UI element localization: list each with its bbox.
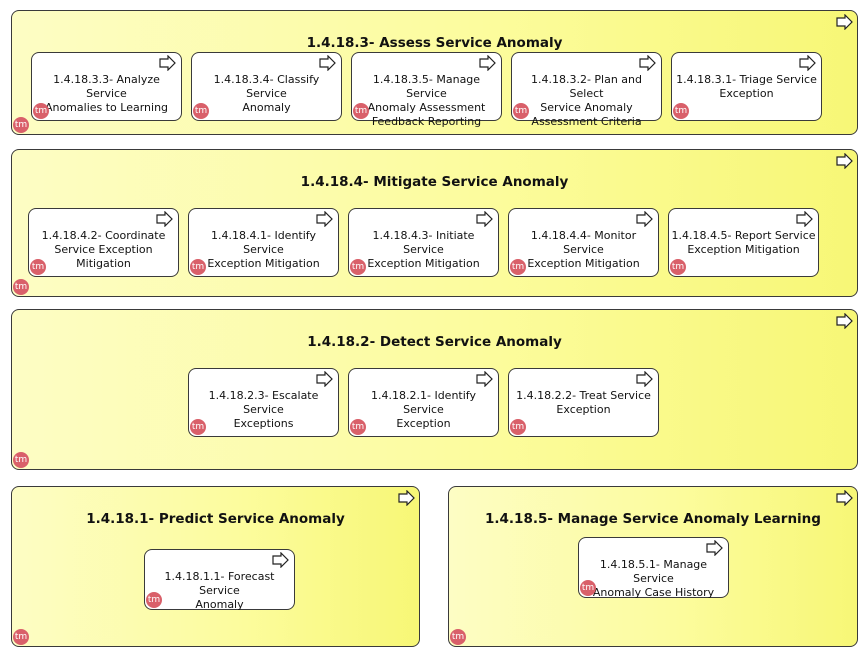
box-label: 1.4.18.3.1- Triage Service Exception: [676, 73, 817, 100]
tm-badge-icon: tm: [13, 629, 29, 645]
box-label: 1.4.18.4.5- Report Service Exception Mit…: [671, 229, 816, 256]
process-box-treat-service-exception[interactable]: 1.4.18.2.2- Treat Service Exception tm: [508, 368, 659, 437]
process-box-initiate-exception-mitigation[interactable]: 1.4.18.4.3- Initiate Service Exception M…: [348, 208, 499, 277]
process-arrow-icon: [316, 211, 333, 227]
tm-badge-icon: tm: [33, 103, 49, 119]
process-box-monitor-exception-mitigation[interactable]: 1.4.18.4.4- Monitor Service Exception Mi…: [508, 208, 659, 277]
group-assess-service-anomaly[interactable]: 1.4.18.3- Assess Service Anomaly tm 1.4.…: [11, 10, 858, 135]
process-box-plan-assessment-criteria[interactable]: 1.4.18.3.2- Plan and Select Service Anom…: [511, 52, 662, 128]
process-arrow-icon: [836, 153, 853, 169]
box-label: 1.4.18.3.3- Analyze Service Anomalies to…: [44, 73, 169, 114]
process-arrow-icon: [636, 371, 653, 387]
tm-badge-icon: tm: [190, 419, 206, 435]
box-label: 1.4.18.2.1- Identify Service Exception: [371, 389, 476, 430]
tm-badge-icon: tm: [510, 419, 526, 435]
group-detect-service-anomaly[interactable]: 1.4.18.2- Detect Service Anomaly tm 1.4.…: [11, 309, 858, 470]
group-title: 1.4.18.4- Mitigate Service Anomaly: [300, 174, 569, 190]
process-box-analyze-service-anomalies[interactable]: 1.4.18.3.3- Analyze Service Anomalies to…: [31, 52, 182, 121]
group-title: 1.4.18.1- Predict Service Anomaly: [86, 511, 345, 527]
box-label: 1.4.18.5.1- Manage Service Anomaly Case …: [592, 558, 715, 599]
process-box-escalate-service-exceptions[interactable]: 1.4.18.2.3- Escalate Service Exceptions …: [188, 368, 339, 437]
process-box-identify-service-exception[interactable]: 1.4.18.2.1- Identify Service Exception t…: [348, 368, 499, 437]
process-box-triage-service-exception[interactable]: 1.4.18.3.1- Triage Service Exception tm: [671, 52, 822, 121]
tm-badge-icon: tm: [13, 117, 29, 133]
tm-badge-icon: tm: [510, 259, 526, 275]
process-arrow-icon: [272, 552, 289, 568]
process-arrow-icon: [476, 211, 493, 227]
box-label: 1.4.18.2.2- Treat Service Exception: [516, 389, 651, 416]
box-label: 1.4.18.4.3- Initiate Service Exception M…: [367, 229, 480, 270]
group-predict-service-anomaly[interactable]: 1.4.18.1- Predict Service Anomaly tm 1.4…: [11, 486, 420, 647]
process-arrow-icon: [398, 490, 415, 506]
group-manage-service-anomaly-learning[interactable]: 1.4.18.5- Manage Service Anomaly Learnin…: [448, 486, 858, 647]
process-box-manage-assessment-feedback[interactable]: 1.4.18.3.5- Manage Service Anomaly Asses…: [351, 52, 502, 128]
process-arrow-icon: [476, 371, 493, 387]
box-label: 1.4.18.4.2- Coordinate Service Exception…: [41, 229, 166, 270]
process-arrow-icon: [836, 313, 853, 329]
tm-badge-icon: tm: [350, 259, 366, 275]
box-label: 1.4.18.3.5- Manage Service Anomaly Asses…: [367, 73, 486, 128]
process-arrow-icon: [836, 14, 853, 30]
process-arrow-icon: [479, 55, 496, 71]
process-box-report-exception-mitigation[interactable]: 1.4.18.4.5- Report Service Exception Mit…: [668, 208, 819, 277]
tm-badge-icon: tm: [350, 419, 366, 435]
box-label: 1.4.18.4.4- Monitor Service Exception Mi…: [527, 229, 640, 270]
process-box-classify-service-anomaly[interactable]: 1.4.18.3.4- Classify Service Anomaly tm: [191, 52, 342, 121]
tm-badge-icon: tm: [190, 259, 206, 275]
process-arrow-icon: [799, 55, 816, 71]
tm-badge-icon: tm: [673, 103, 689, 119]
process-box-manage-anomaly-case-history[interactable]: 1.4.18.5.1- Manage Service Anomaly Case …: [578, 537, 729, 599]
process-arrow-icon: [319, 55, 336, 71]
tm-badge-icon: tm: [193, 103, 209, 119]
box-label: 1.4.18.2.3- Escalate Service Exceptions: [208, 389, 319, 430]
process-box-identify-exception-mitigation[interactable]: 1.4.18.4.1- Identify Service Exception M…: [188, 208, 339, 277]
box-label: 1.4.18.3.4- Classify Service Anomaly: [213, 73, 320, 114]
process-arrow-icon: [156, 211, 173, 227]
tm-badge-icon: tm: [13, 452, 29, 468]
tm-badge-icon: tm: [513, 103, 529, 119]
tm-badge-icon: tm: [450, 629, 466, 645]
group-mitigate-service-anomaly[interactable]: 1.4.18.4- Mitigate Service Anomaly tm 1.…: [11, 149, 858, 297]
group-title: 1.4.18.3- Assess Service Anomaly: [306, 35, 563, 51]
process-arrow-icon: [639, 55, 656, 71]
box-label: 1.4.18.4.1- Identify Service Exception M…: [207, 229, 320, 270]
tm-badge-icon: tm: [580, 580, 596, 596]
process-arrow-icon: [159, 55, 176, 71]
tm-badge-icon: tm: [13, 279, 29, 295]
tm-badge-icon: tm: [353, 103, 369, 119]
process-arrow-icon: [316, 371, 333, 387]
group-title: 1.4.18.2- Detect Service Anomaly: [307, 334, 562, 350]
process-arrow-icon: [706, 540, 723, 556]
process-arrow-icon: [796, 211, 813, 227]
tm-badge-icon: tm: [30, 259, 46, 275]
process-box-coordinate-exception-mitigation[interactable]: 1.4.18.4.2- Coordinate Service Exception…: [28, 208, 179, 277]
group-title: 1.4.18.5- Manage Service Anomaly Learnin…: [485, 511, 821, 527]
tm-badge-icon: tm: [146, 592, 162, 608]
box-label: 1.4.18.1.1- Forecast Service Anomaly: [164, 570, 275, 611]
tm-badge-icon: tm: [670, 259, 686, 275]
process-arrow-icon: [636, 211, 653, 227]
process-arrow-icon: [836, 490, 853, 506]
process-box-forecast-service-anomaly[interactable]: 1.4.18.1.1- Forecast Service Anomaly tm: [144, 549, 295, 611]
box-label: 1.4.18.3.2- Plan and Select Service Anom…: [530, 73, 643, 128]
